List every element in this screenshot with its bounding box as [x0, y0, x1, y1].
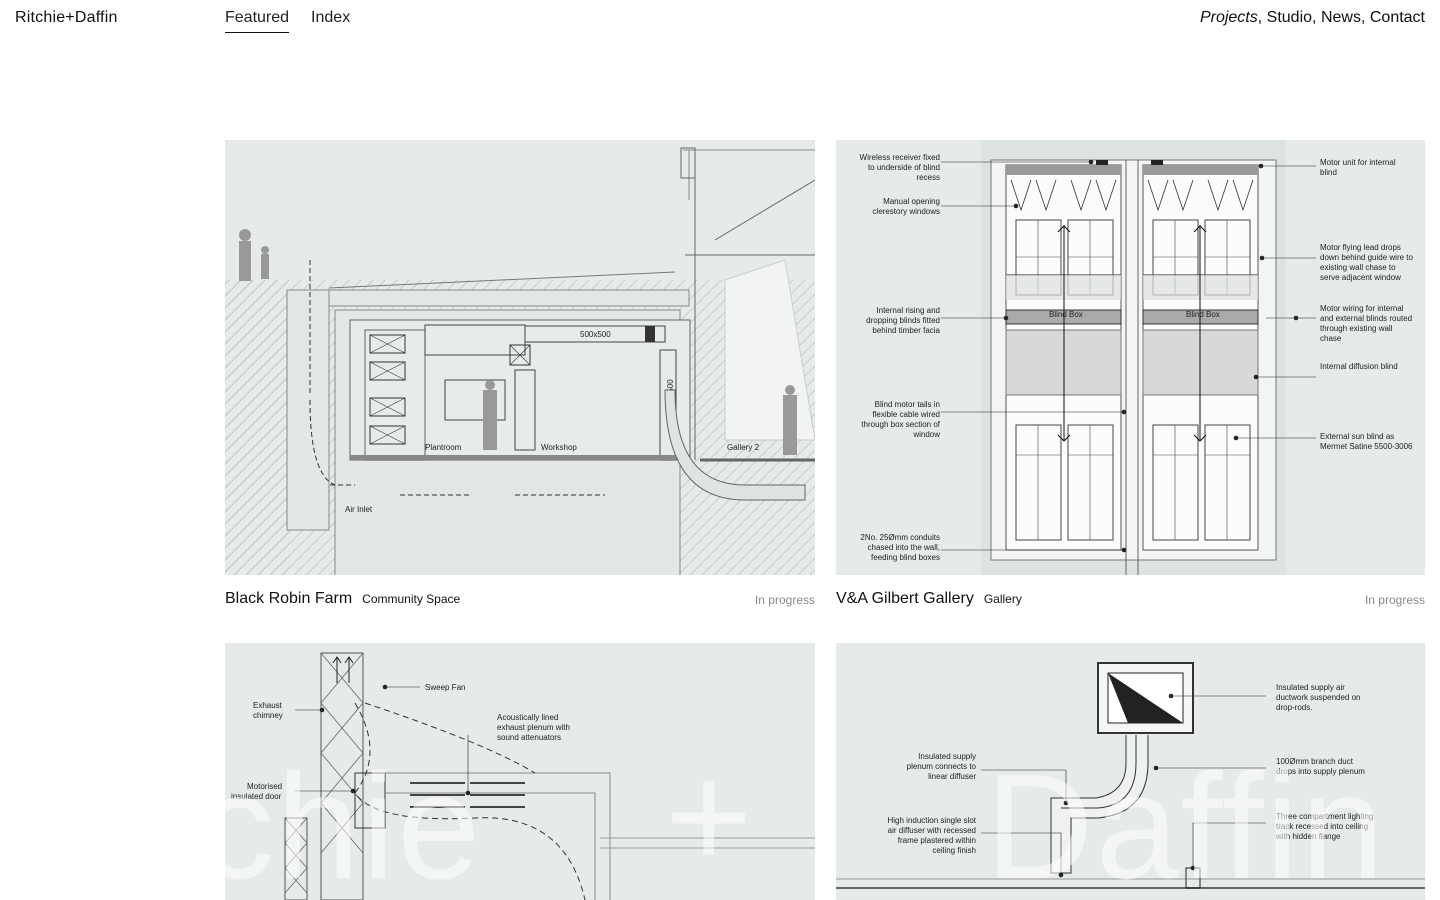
- drawing-label: linear diffuser: [928, 772, 976, 781]
- duct-drawing: Insulated supply air ductwork suspended …: [836, 662, 1425, 889]
- drawing-label: 100Ømm branch duct: [1276, 757, 1354, 766]
- duct-label: 500x500: [580, 330, 611, 339]
- drawing-label: track recessed into ceiling: [1276, 822, 1368, 831]
- nav-projects[interactable]: Projects: [1199, 9, 1258, 26]
- nav-separator: ,: [1257, 9, 1263, 26]
- drawing-label: High induction single slot: [888, 816, 977, 825]
- top-bar: Ritchie+Daffin Featured Index Projects, …: [0, 0, 1440, 40]
- drawing-label: chimney: [253, 711, 283, 720]
- project-image[interactable]: Sweep Fan Exhaust chimney Acoustically l…: [225, 643, 815, 900]
- drawing-label: down behind guide wire to: [1320, 253, 1414, 262]
- window-detail-drawing: Blind Box Blind Box: [860, 140, 1414, 575]
- drawing-label: through existing wall: [1320, 324, 1393, 333]
- drawing-label: chased into the wall,: [868, 543, 941, 552]
- workshop-label: Workshop: [541, 443, 577, 452]
- nav-studio[interactable]: Studio: [1266, 9, 1313, 26]
- view-tabs: Featured Index: [225, 9, 350, 33]
- drawing-label: blind: [1320, 168, 1337, 177]
- drawing-label: recess: [916, 173, 940, 182]
- drawing-label: drops into supply plenum: [1276, 767, 1365, 776]
- drawing-label: Three compartment lighting: [1276, 812, 1373, 821]
- drawing-label: Mermet Satine 5500-3006: [1320, 442, 1413, 451]
- blind-box-label: Blind Box: [1049, 310, 1083, 319]
- brand-logo[interactable]: Ritchie+Daffin: [15, 9, 118, 26]
- drawing-label: Insulated supply air: [1276, 683, 1345, 692]
- project-card-exhaust-detail[interactable]: Sweep Fan Exhaust chimney Acoustically l…: [225, 643, 815, 900]
- drawing-label: exhaust plenum with: [497, 723, 570, 732]
- drawing-label: clerestory windows: [872, 207, 940, 216]
- drawing-label: air diffuser with recessed: [888, 826, 976, 835]
- drawing-label: frame plastered within: [898, 836, 976, 845]
- drawing-label: window: [912, 430, 940, 439]
- project-card-va-gilbert-gallery[interactable]: Blind Box Blind Box: [836, 140, 1425, 607]
- drawing-label: with hidden flange: [1275, 832, 1341, 841]
- drawing-label: Insulated supply: [918, 752, 976, 761]
- status-label: In progress: [1364, 593, 1425, 607]
- air-inlet-label: Air Inlet: [345, 505, 373, 514]
- project-image[interactable]: 500x500 500x500 Plantroom Workshop Galle…: [225, 140, 815, 575]
- project-category: Community Space: [362, 592, 461, 606]
- status-label: In progress: [754, 593, 815, 607]
- drawing-label: and external blinds routed: [1320, 314, 1412, 323]
- nav-news[interactable]: News: [1320, 9, 1361, 26]
- project-meta: Black Robin Farm Community Space In progr…: [225, 590, 815, 612]
- nav-separator: ,: [1360, 9, 1366, 26]
- drawing-label: to underside of blind: [868, 163, 940, 172]
- project-title[interactable]: V&A Gilbert Gallery: [836, 590, 974, 607]
- drawing-label: serve adjacent window: [1320, 273, 1401, 282]
- drawing-label: 2No. 25Ømm conduits: [860, 533, 940, 542]
- nav-separator: ,: [1312, 9, 1317, 26]
- exhaust-drawing: Sweep Fan Exhaust chimney Acoustically l…: [231, 652, 815, 900]
- project-meta: V&A Gilbert Gallery Gallery In progress: [836, 590, 1425, 612]
- drawing-label: flexible cable wired: [872, 410, 940, 419]
- drawing-label: behind timber facia: [872, 326, 940, 335]
- project-category: Gallery: [983, 592, 1022, 606]
- drawing-label: Blind motor tails in: [875, 400, 940, 409]
- project-image[interactable]: Insulated supply air ductwork suspended …: [836, 643, 1425, 900]
- project-image[interactable]: Blind Box Blind Box: [836, 140, 1425, 575]
- project-card-duct-detail[interactable]: Insulated supply air ductwork suspended …: [836, 643, 1425, 900]
- nav-contact[interactable]: Contact: [1369, 9, 1425, 26]
- drawing-label: Wireless receiver fixed: [860, 153, 940, 162]
- drawing-label: sound attenuators: [497, 733, 561, 742]
- drawing-label: Manual opening: [883, 197, 940, 206]
- project-title[interactable]: Black Robin Farm: [225, 590, 353, 607]
- drawing-label: ceiling finish: [932, 846, 976, 855]
- drawing-label: insulated door: [231, 792, 282, 801]
- drawing-label: External sun blind as: [1320, 432, 1394, 441]
- drawing-label: drop-rods.: [1276, 703, 1312, 712]
- gallery-label: Gallery 2: [727, 443, 760, 452]
- drawing-label: Motor wiring for internal: [1320, 304, 1404, 313]
- drawing-label: ductwork suspended on: [1276, 693, 1361, 702]
- drawing-label: through box section of: [861, 420, 940, 429]
- drawing-label: Motor flying lead drops: [1320, 243, 1401, 252]
- blind-box-label: Blind Box: [1186, 310, 1220, 319]
- tab-index[interactable]: Index: [311, 9, 351, 26]
- drawing-label: chase: [1320, 334, 1342, 343]
- drawing-label: Exhaust: [253, 701, 283, 710]
- section-drawing: 500x500 500x500 Plantroom Workshop Galle…: [225, 147, 815, 575]
- project-card-black-robin-farm[interactable]: 500x500 500x500 Plantroom Workshop Galle…: [225, 140, 815, 607]
- drawing-label: feeding blind boxes: [871, 553, 940, 562]
- drawing-label: Internal diffusion blind: [1320, 362, 1398, 371]
- drawing-label: Motorised: [247, 782, 282, 791]
- drawing-label: Acoustically lined: [497, 713, 558, 722]
- tab-featured[interactable]: Featured: [225, 9, 290, 33]
- drawing-label: dropping blinds fitted: [866, 316, 940, 325]
- main-nav: Projects, Studio, News, Contact: [1200, 9, 1425, 27]
- drawing-label: existing wall chase to: [1320, 263, 1396, 272]
- drawing-label: Motor unit for internal: [1320, 158, 1396, 167]
- drawing-label: plenum connects to: [907, 762, 977, 771]
- drawing-label: Internal rising and: [876, 306, 940, 315]
- drawing-label: Sweep Fan: [425, 683, 465, 692]
- plantroom-label: Plantroom: [425, 443, 462, 452]
